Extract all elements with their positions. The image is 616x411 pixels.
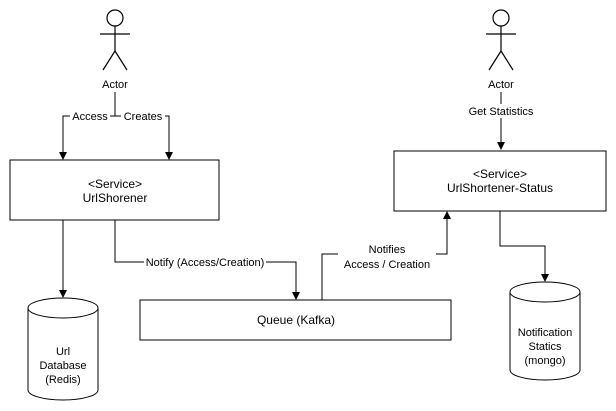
url-database-cylinder [27,297,99,401]
actor-left [100,9,130,71]
edge-notify-label: Notify (Access/Creation) [146,257,265,269]
service-urlshortener-box [9,159,220,221]
edge-creates-label: Creates [124,111,163,123]
edge-creates [114,92,173,160]
notif-db-label-line2: Statics [528,341,562,353]
edge-access-label: Access [72,111,108,123]
edge-get-statistics-label: Get Statistics [469,106,534,118]
service-urlshortener-stereotype: <Service> [88,177,142,191]
edge-notifies-label-line2: Access / Creation [344,259,430,271]
edge-notifies-label-line1: Notifies [369,244,406,256]
actor-right [486,9,516,71]
queue-label: Queue (Kafka) [257,313,335,327]
actor-right-label: Actor [488,79,514,91]
edge-to-notif-db [499,211,549,282]
service-status-stereotype: <Service> [473,167,527,181]
edge-access [59,92,116,160]
url-db-label-line3: (Redis) [45,374,80,386]
service-status-name: UrlShortener-Status [447,181,553,195]
notification-database-cylinder [509,281,581,381]
service-status-box [393,150,607,212]
notif-db-label-line1: Notification [518,327,572,339]
url-db-label-line1: Url [56,346,70,358]
url-db-label-line2: Database [39,360,86,372]
notif-db-label-line3: (mongo) [525,355,566,367]
service-urlshortener-name: UrlShorener [83,191,148,205]
queue-box [139,299,452,341]
actor-left-label: Actor [102,79,128,91]
